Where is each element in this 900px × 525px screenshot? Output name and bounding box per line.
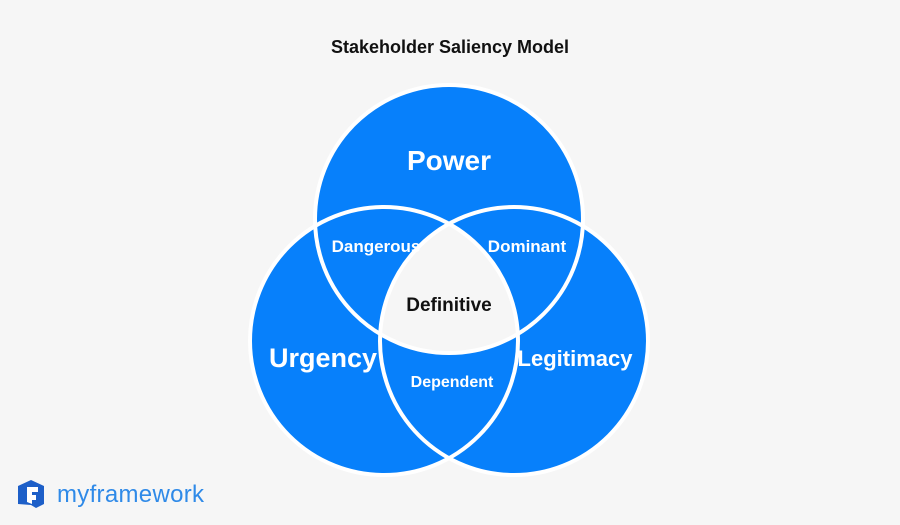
urgency-outline bbox=[248, 205, 520, 477]
power-outline bbox=[313, 83, 585, 355]
diagram-title: Stakeholder Saliency Model bbox=[330, 37, 570, 57]
dominant-label: Dominant bbox=[488, 237, 567, 256]
legitimacy-outline bbox=[378, 205, 650, 477]
dependent-label: Dependent bbox=[411, 374, 494, 391]
brand-logo: myframework bbox=[15, 479, 204, 511]
definitive-label: Definitive bbox=[406, 295, 492, 316]
dangerous-label: Dangerous bbox=[332, 237, 421, 256]
legitimacy-label: Legitimacy bbox=[518, 346, 634, 371]
urgency-label: Urgency bbox=[269, 343, 377, 373]
power-label: Power bbox=[407, 145, 491, 176]
logo-text: myframework bbox=[57, 481, 205, 508]
logo-icon bbox=[18, 480, 44, 508]
